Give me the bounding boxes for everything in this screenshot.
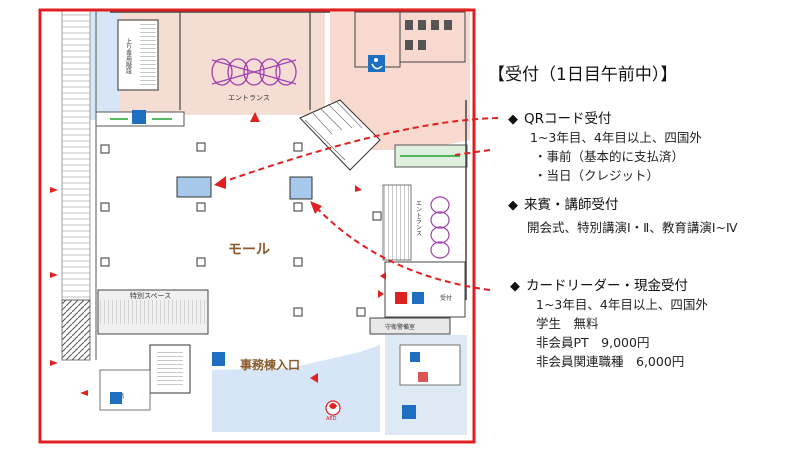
aed-label: AED	[326, 416, 337, 422]
entrance-doors-side	[430, 196, 450, 259]
section-card-heading: ◆カードリーダー・現金受付	[510, 278, 688, 294]
diamond-icon: ◆	[510, 279, 520, 294]
diamond-icon: ◆	[508, 198, 518, 213]
entrance-top-label: エントランス	[228, 94, 270, 102]
reception-room-label: 受付	[440, 294, 452, 302]
booth-guest	[289, 176, 313, 200]
booth-qr	[176, 176, 212, 198]
pointer-arrows	[219, 117, 499, 291]
map-frame	[38, 8, 476, 444]
section-qr-line: 1~3年目、4年目以上、四国外	[530, 130, 702, 145]
icon-box-office	[110, 392, 122, 404]
pink-area-top-right	[330, 8, 470, 150]
entrance-side-label: エントランス	[415, 200, 422, 236]
section-card-line: 非会員PT 9,000円	[536, 335, 650, 350]
section-guest-body: 開会式、特別講演Ⅰ・Ⅱ、教育講演Ⅰ~Ⅳ	[527, 218, 738, 237]
accessible-icon-corridor	[132, 110, 146, 124]
escalator	[299, 99, 381, 171]
section-guest-line: 開会式、特別講演Ⅰ・Ⅱ、教育講演Ⅰ~Ⅳ	[527, 220, 738, 235]
accessible-icon-top	[368, 55, 385, 72]
office-entrance-label: 事務棟入口	[240, 357, 300, 372]
section-qr-body: 1~3年目、4年目以上、四国外 ・事前（基本的に支払済） ・当日（クレジット）	[530, 128, 702, 185]
elevator-icon	[402, 405, 416, 419]
panel-title: 【受付（1日目午前中）】	[488, 65, 678, 85]
section-qr-heading: ◆QRコード受付	[508, 111, 612, 127]
accessible-icon-right	[412, 292, 424, 304]
section-card-body: 1~3年目、4年目以上、四国外 学生 無料 非会員PT 9,000円 非会員関連…	[536, 295, 708, 371]
restroom-icon-red	[395, 292, 407, 304]
accessible-icon-office	[212, 352, 225, 366]
section-qr-line: ・事前（基本的に支払済）	[534, 149, 685, 164]
guard-room-label: 守衛警備室	[385, 323, 415, 331]
mall-pillars	[100, 142, 382, 317]
left-hatched	[61, 299, 91, 361]
direction-markers	[50, 112, 386, 396]
section-card-line: 1~3年目、4年目以上、四国外	[536, 297, 708, 312]
left-planting	[61, 9, 91, 301]
restroom-icon-pink	[418, 372, 428, 382]
svg-text:上り専用階段: 上り専用階段	[125, 37, 132, 75]
diamond-icon: ◆	[508, 112, 518, 127]
section-card-line: 学生 無料	[536, 316, 599, 331]
restroom-icon-blue	[410, 352, 420, 362]
section-card-line: 非会員関連職種 6,000円	[536, 354, 685, 369]
entrance-doors-top	[211, 58, 297, 86]
section-qr-line: ・当日（クレジット）	[534, 168, 660, 183]
mall-label: モール	[228, 242, 270, 258]
special-space-label: 特別スペース	[130, 291, 171, 300]
section-guest-heading: ◆来賓・講師受付	[508, 197, 619, 213]
guard-room	[369, 317, 451, 335]
